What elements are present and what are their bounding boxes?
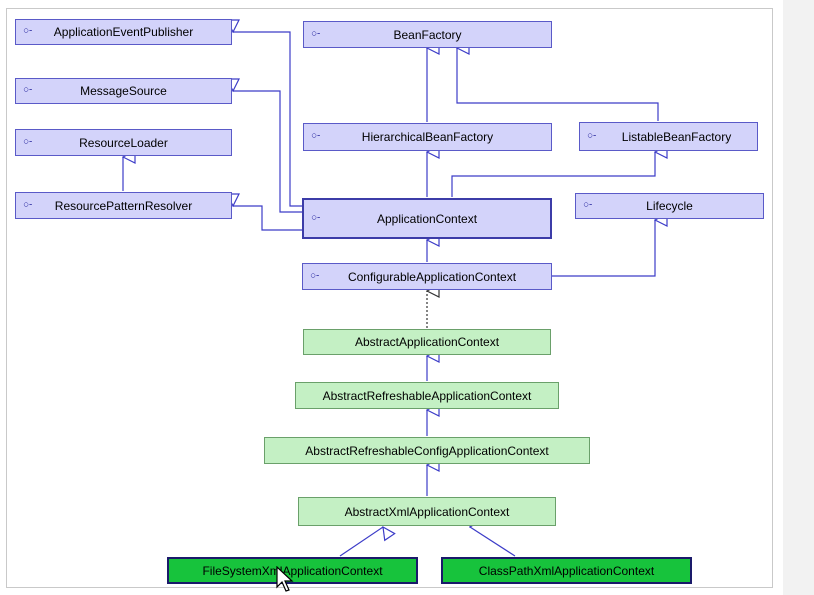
node-application-event-publisher[interactable]: ○- ApplicationEventPublisher — [15, 19, 232, 45]
node-resource-pattern-resolver[interactable]: ○- ResourcePatternResolver — [15, 192, 232, 219]
interface-marker-icon: ○- — [23, 84, 33, 96]
node-label: ListableBeanFactory — [621, 129, 732, 144]
edge-appcontext-to-publisher — [233, 32, 302, 207]
interface-marker-icon: ○- — [23, 136, 33, 147]
node-abstract-refreshable-application-context[interactable]: AbstractRefreshableApplicationContext — [295, 382, 559, 409]
node-file-system-xml-application-context[interactable]: FileSystemXmlApplicationContext — [167, 557, 418, 584]
interface-marker-icon: ○- — [23, 25, 33, 37]
node-label: AbstractRefreshableConfigApplicationCont… — [305, 443, 549, 458]
edge-filesystem-to-xml — [339, 527, 383, 557]
node-application-context[interactable]: ○- ApplicationContext — [302, 198, 552, 239]
node-abstract-refreshable-config-application-context[interactable]: AbstractRefreshableConfigApplicationCont… — [264, 437, 590, 464]
node-label: AbstractXmlApplicationContext — [344, 504, 510, 519]
side-panel-strip — [783, 0, 814, 595]
node-label: ApplicationContext — [376, 211, 478, 226]
interface-marker-icon: ○- — [311, 212, 321, 223]
node-label: AbstractRefreshableApplicationContext — [322, 388, 532, 403]
edge-classpath-to-xml — [470, 527, 516, 557]
interface-marker-icon: ○- — [311, 28, 321, 39]
node-abstract-xml-application-context[interactable]: AbstractXmlApplicationContext — [298, 497, 556, 526]
node-abstract-application-context[interactable]: AbstractApplicationContext — [303, 329, 551, 355]
node-label: ResourceLoader — [79, 135, 168, 150]
diagram-frame — [6, 8, 773, 588]
node-resource-loader[interactable]: ○- ResourceLoader — [15, 129, 232, 156]
interface-marker-icon: ○- — [583, 199, 593, 211]
node-label: ApplicationEventPublisher — [53, 25, 194, 39]
node-message-source[interactable]: ○- MessageSource — [15, 78, 232, 104]
node-class-path-xml-application-context[interactable]: ClassPathXmlApplicationContext — [441, 557, 692, 584]
node-hierarchical-bean-factory[interactable]: ○- HierarchicalBeanFactory — [303, 123, 552, 151]
edge-configurable-to-lifecycle — [552, 220, 655, 277]
edge-listable-to-beanfactory — [457, 48, 659, 121]
node-listable-bean-factory[interactable]: ○- ListableBeanFactory — [579, 122, 758, 151]
interface-marker-icon: ○- — [310, 270, 320, 281]
node-bean-factory[interactable]: ○- BeanFactory — [303, 21, 552, 48]
node-label: ClassPathXmlApplicationContext — [478, 563, 655, 578]
node-label: AbstractApplicationContext — [354, 335, 500, 349]
node-label: FileSystemXmlApplicationContext — [202, 563, 383, 578]
node-label: ConfigurableApplicationContext — [347, 269, 517, 284]
node-lifecycle[interactable]: ○- Lifecycle — [575, 193, 764, 219]
interface-marker-icon: ○- — [23, 199, 33, 210]
node-label: HierarchicalBeanFactory — [361, 130, 494, 144]
edge-appcontext-to-resolver — [233, 206, 302, 231]
interface-marker-icon: ○- — [587, 130, 597, 141]
mouse-cursor-icon — [276, 566, 294, 592]
edge-appcontext-to-listable — [451, 152, 655, 197]
node-label: MessageSource — [80, 84, 167, 98]
edge-appcontext-to-messagesource — [233, 91, 302, 213]
interface-marker-icon: ○- — [311, 130, 321, 142]
node-configurable-application-context[interactable]: ○- ConfigurableApplicationContext — [302, 263, 552, 290]
node-label: ResourcePatternResolver — [54, 198, 193, 213]
node-label: Lifecycle — [646, 199, 693, 213]
node-label: BeanFactory — [393, 27, 462, 42]
